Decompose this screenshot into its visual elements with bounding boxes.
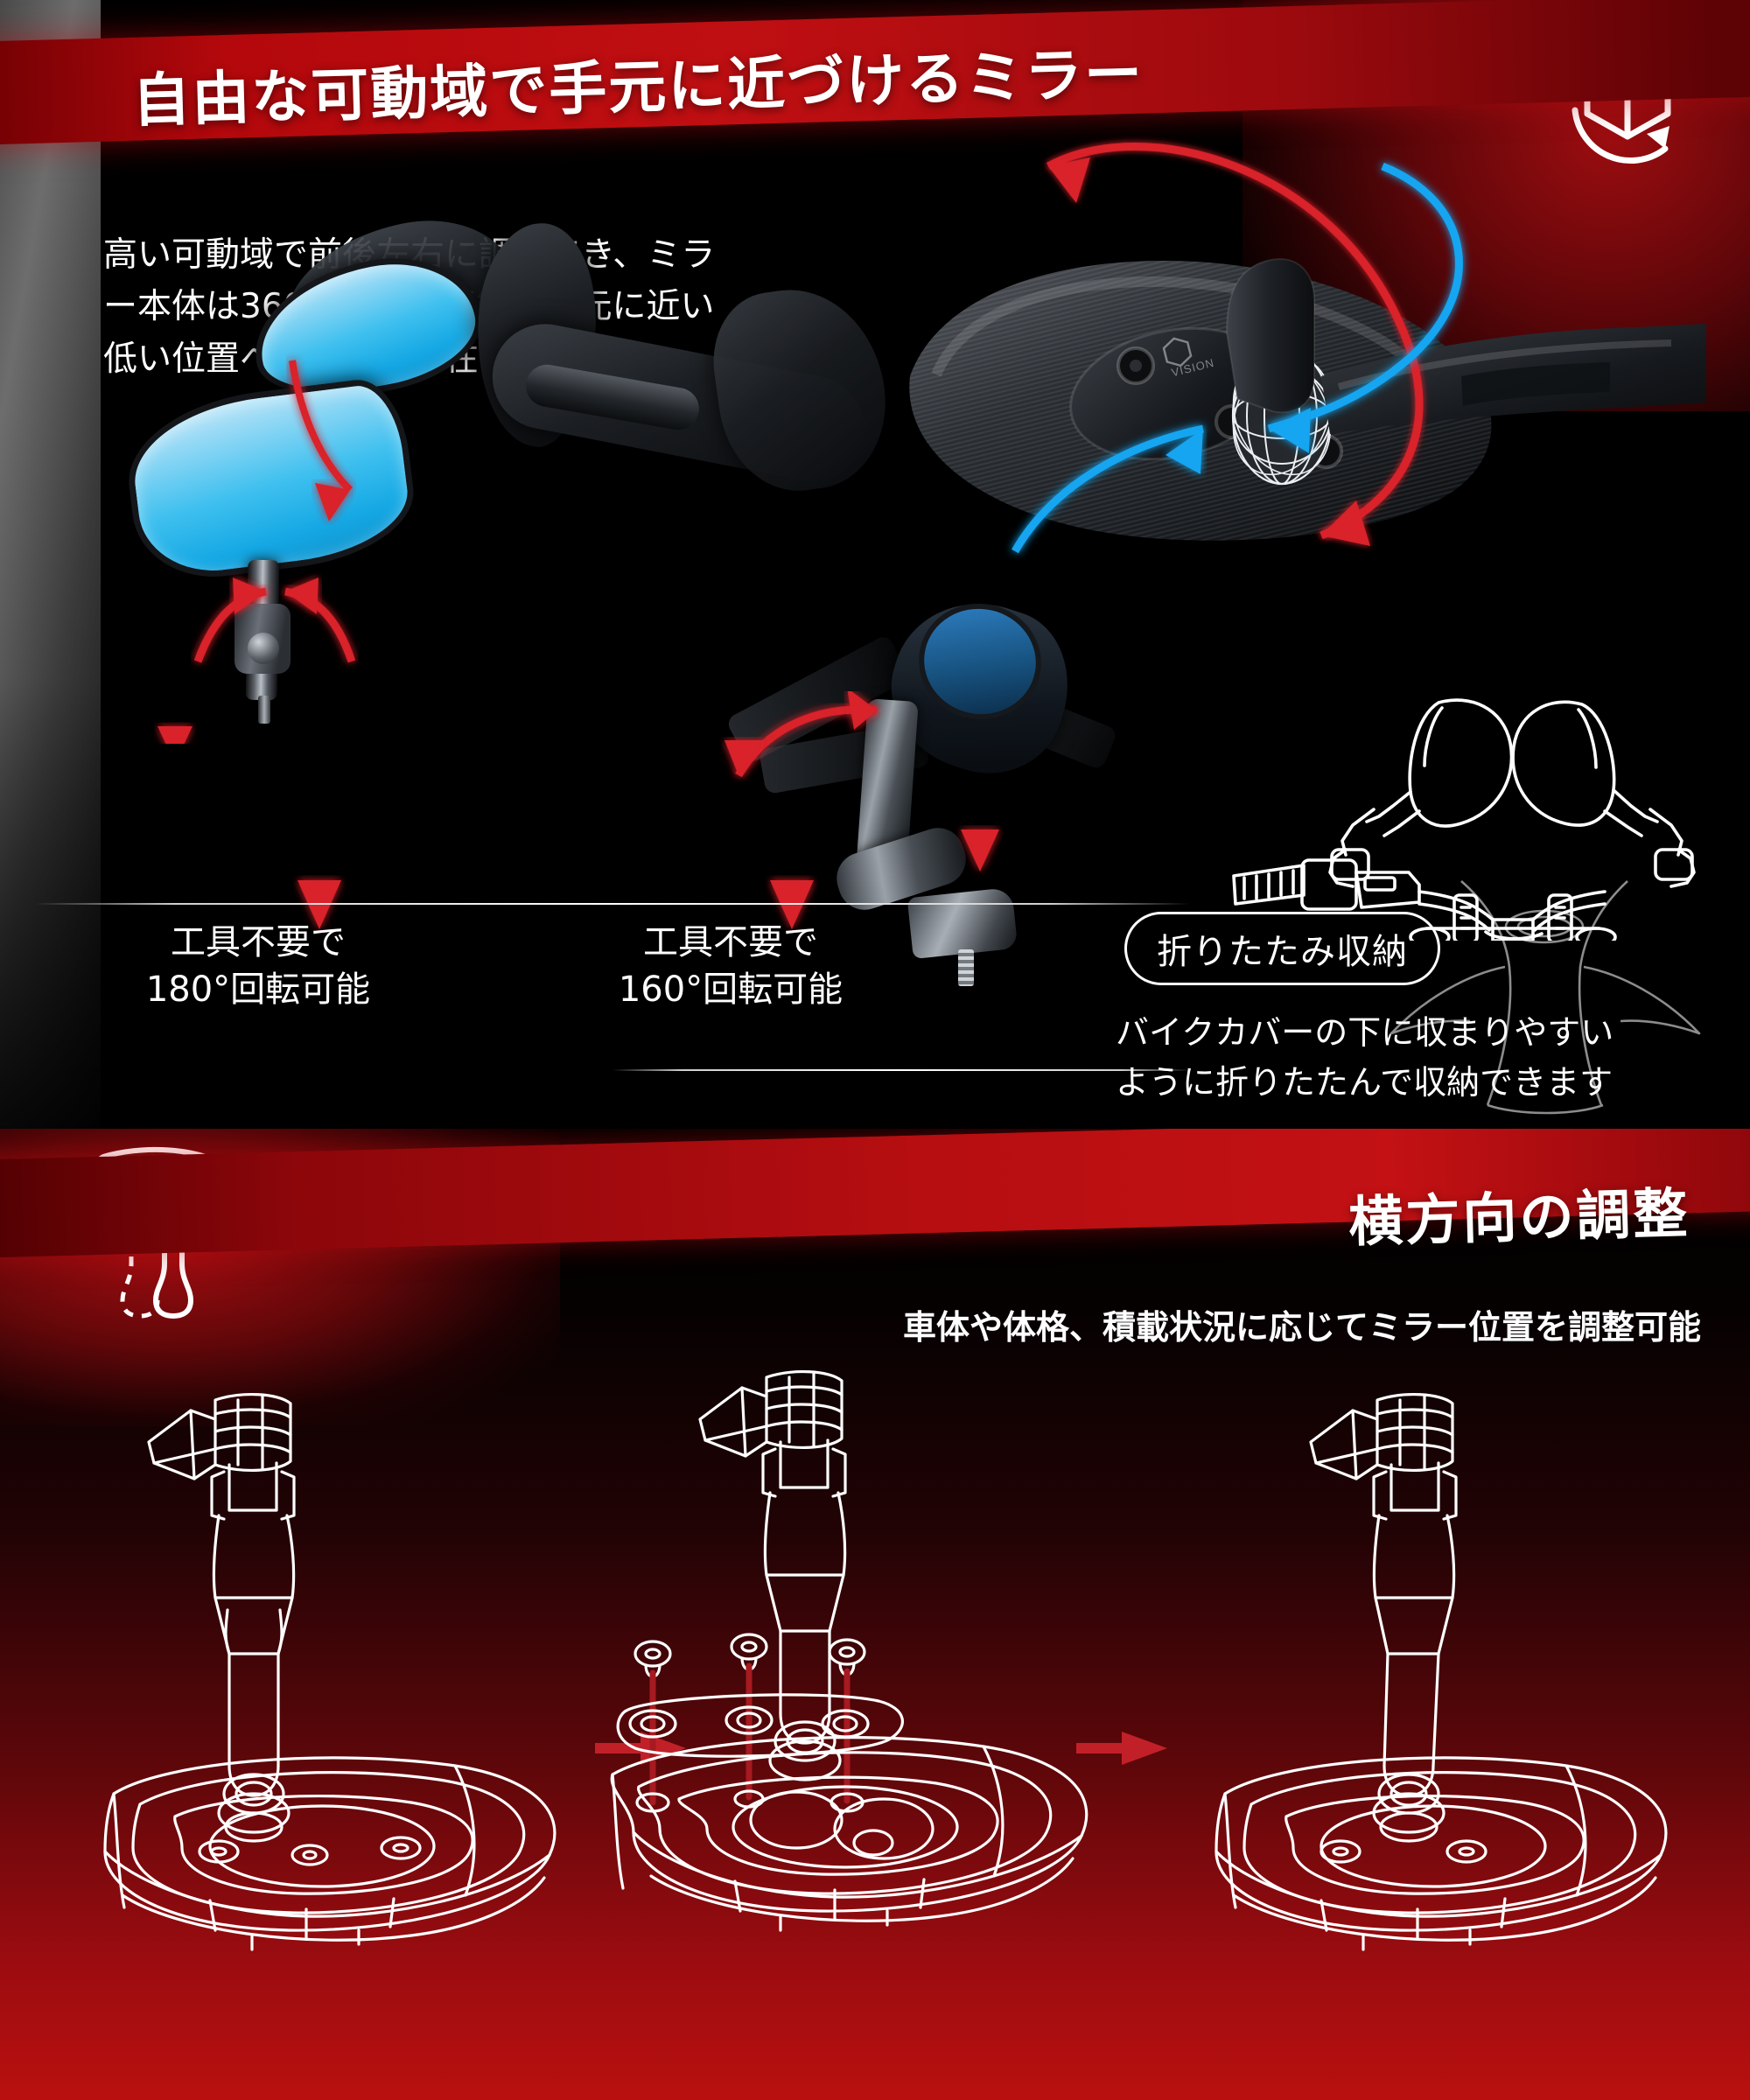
down-arrow-160 [770,880,814,929]
fold-storage-text: バイクカバーの下に収まりやすい ように折りたたんで収納できます [1116,1008,1728,1108]
caption-160-line2: 160°回転可能 [618,970,844,1010]
fold-storage-line1: バイクカバーの下に収まりやすい [1116,1013,1614,1052]
measure-line-top [35,903,1190,905]
product-hero-photo: VISION [909,258,1706,541]
caption-180-line1: 工具不要で [171,922,346,962]
fold-storage-badge: 折りたたみ収納 [1124,912,1440,985]
bracket-thread-stud [958,949,974,986]
caption-160: 工具不要で 160°回転可能 [525,919,936,1013]
caption-160-line1: 工具不要で [643,922,818,962]
down-arrow-180 [298,880,341,929]
left-edge-bevel [0,0,101,1129]
panel-base-standard [44,1365,586,2100]
mirror-mount-bolt [258,696,270,724]
red-rotation-arrow [1046,143,1424,546]
section-lateral-adjustment: 横方向の調整 車体や体格、積載状況に応じてミラー位置を調整可能 [0,1129,1750,2100]
section-range-of-motion: 自由な可動域で手元に近づけるミラー 高い可動域で前後左右に調整でき、ミラー本体は… [0,0,1750,1129]
panel-base-offset [1155,1365,1698,2100]
blue-rotation-arrow [1012,162,1463,554]
measure-line-bottom [612,1069,1190,1071]
section2-subtitle: 車体や体格、積載状況に応じてミラー位置を調整可能 [902,1308,1701,1347]
adjustment-panels [0,1365,1750,2100]
rotation-arrow-180-top [289,360,353,522]
section2-title: 横方向の調整 [1348,1180,1691,1255]
panel-base-bolts-exploded [595,1365,1138,2100]
mirror-pivot-ball [248,633,279,664]
fold-storage-line2: ように折りたたんで収納できます [1116,1063,1614,1102]
caption-180: 工具不要で 180°回転可能 [52,919,464,1013]
rotation-arrows-160 [724,691,999,872]
bike-body-lineart [1390,880,1701,1115]
caption-180-line2: 180°回転可能 [145,970,371,1010]
rotation-arrows-180-pair [158,578,356,744]
handlebar-controls [704,277,898,501]
panel-connector-arrow-2[interactable] [1076,1728,1172,1768]
